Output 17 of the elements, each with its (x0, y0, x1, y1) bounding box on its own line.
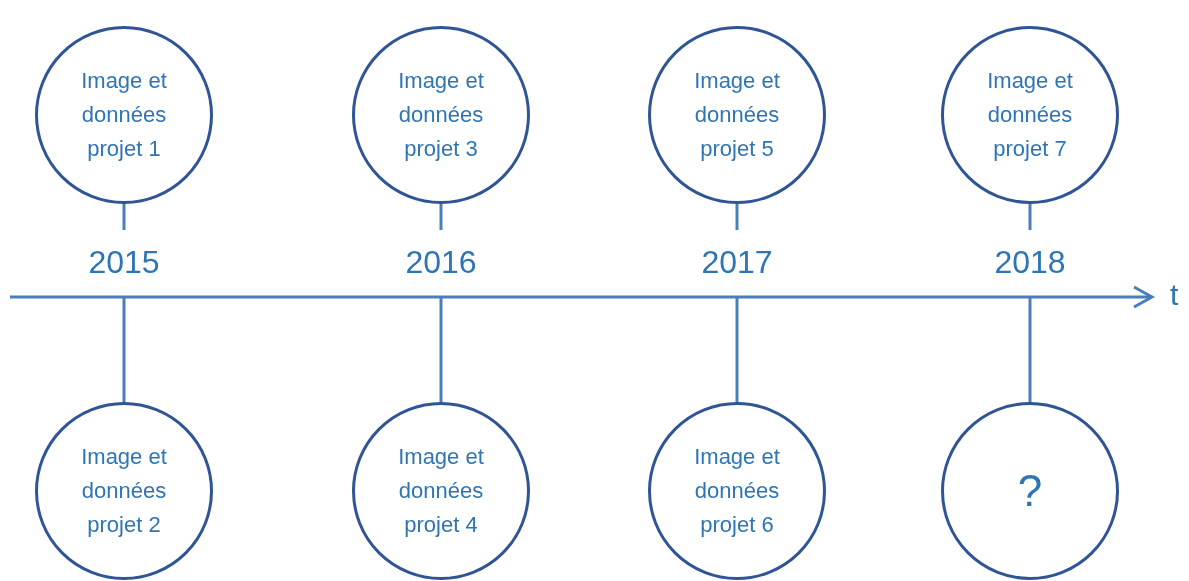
connector-line (439, 297, 443, 402)
node-text: Image et données projet 6 (693, 443, 781, 539)
node-text: Image et données projet 3 (397, 67, 485, 163)
node-text: ? (1016, 474, 1044, 508)
node-text: Image et données projet 4 (397, 443, 485, 539)
axis-label: t (1170, 278, 1179, 312)
connector-line (1028, 204, 1032, 230)
connector-line (735, 204, 739, 230)
node-text: Image et données projet 7 (986, 67, 1074, 163)
connector-line (122, 204, 126, 230)
connector-line (1028, 297, 1032, 402)
connector-line (439, 204, 443, 230)
node-text: Image et données projet 2 (80, 443, 168, 539)
connector-line (122, 297, 126, 402)
node-text: Image et données projet 1 (80, 67, 168, 163)
node-text: Image et données projet 5 (693, 67, 781, 163)
connector-line (735, 297, 739, 402)
